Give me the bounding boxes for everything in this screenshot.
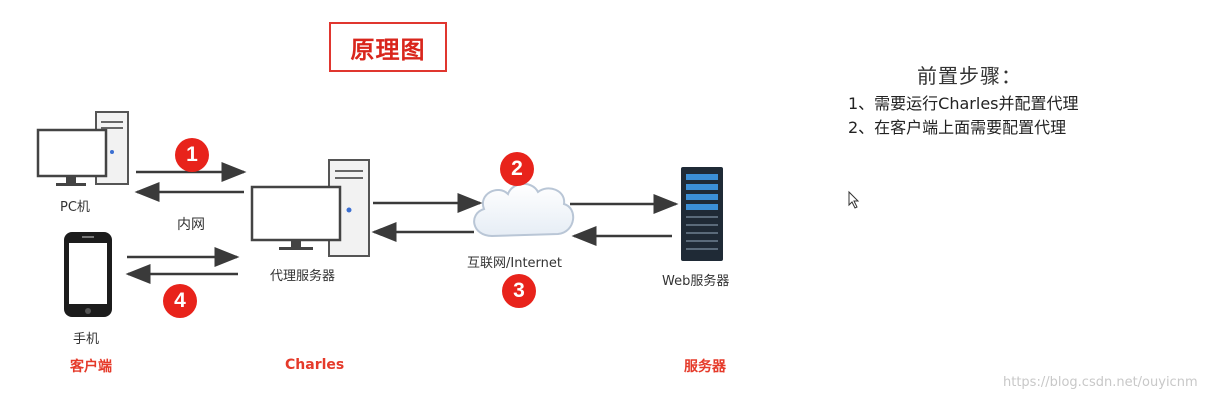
step-badge-3: 3 [502,274,536,308]
charles-group-label: Charles [285,357,345,373]
pc-label: PC机 [60,200,90,215]
internet-label: 互联网/Internet [467,256,562,271]
phone-label: 手机 [73,332,100,347]
mouse-cursor-icon [848,190,860,209]
step-badge-4: 4 [163,284,197,318]
prerequisite-item: 1、需要运行Charles并配置代理 [848,94,1079,113]
page-title: 原理图 [329,22,447,72]
intranet-label: 内网 [177,217,205,233]
watermark: https://blog.csdn.net/ouyicnm [1003,375,1198,390]
proxy-label: 代理服务器 [270,269,336,284]
prerequisite-item: 2、在客户端上面需要配置代理 [848,118,1067,137]
prerequisites-title: 前置步骤： [917,64,1022,88]
internet-cloud-icon [473,183,574,238]
proxy-computer-icon [250,159,370,257]
pc-computer-icon [36,111,129,186]
server-group-label: 服务器 [684,359,726,375]
phone-icon [64,232,112,317]
step-badge-1: 1 [175,138,209,172]
step-badge-2: 2 [500,152,534,186]
client-group-label: 客户端 [70,359,112,375]
web-server-icon [681,167,723,261]
web-server-label: Web服务器 [662,274,730,289]
